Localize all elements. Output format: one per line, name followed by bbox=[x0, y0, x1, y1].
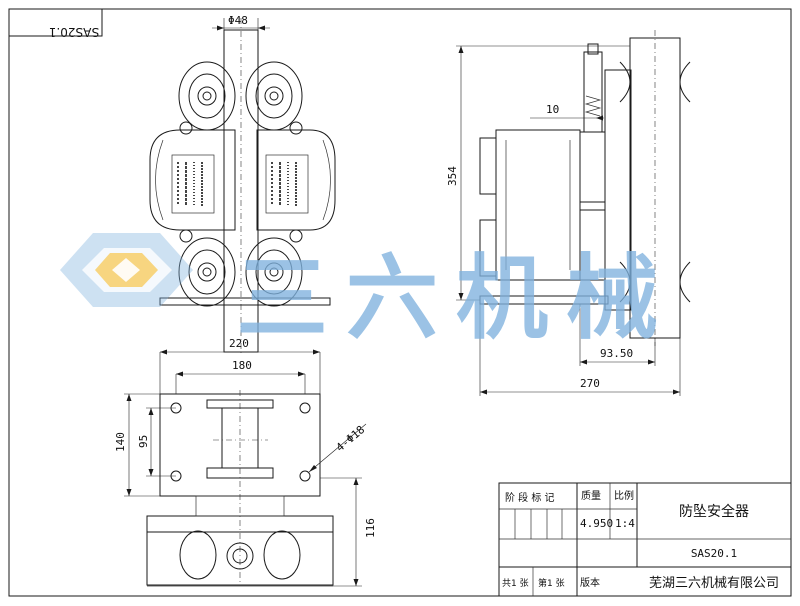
tb-product-name: 防坠安全器 bbox=[679, 503, 749, 520]
dim-top-diameter: Φ48 bbox=[228, 14, 248, 27]
mirrored-code-box bbox=[8, 8, 103, 37]
watermark-logo: 三六机械 bbox=[60, 233, 676, 352]
top-view: 220 180 140 95 4-Φ18 bbox=[114, 337, 377, 587]
tb-sheets-total: 共1 张 bbox=[502, 578, 529, 589]
roller-top-left bbox=[178, 61, 236, 131]
cube-logo-icon bbox=[60, 233, 193, 307]
dim-offset-10: 10 bbox=[546, 103, 559, 116]
nameplate-left bbox=[171, 154, 215, 214]
dim-offset-9350: 93.50 bbox=[600, 347, 633, 360]
tb-drawing-code: SAS20.1 bbox=[691, 547, 737, 560]
nameplate-right bbox=[265, 154, 309, 214]
roller-bottom-left bbox=[178, 237, 236, 307]
dim-height-116: 116 bbox=[364, 518, 377, 538]
mounting-hole bbox=[299, 402, 311, 414]
adjuster-bolt bbox=[583, 51, 603, 133]
tb-header-weight: 质量 bbox=[581, 490, 601, 502]
front-view: Φ48 bbox=[149, 14, 336, 356]
tb-company: 芜湖三六机械有限公司 bbox=[649, 576, 779, 591]
dim-height-95: 95 bbox=[137, 435, 150, 448]
tb-version: 版本 bbox=[580, 576, 600, 589]
dim-width-270: 270 bbox=[580, 377, 600, 390]
lower-hub bbox=[226, 542, 254, 570]
tb-header-stage: 阶 段 标 记 bbox=[505, 491, 555, 504]
mirrored-drawing-code: SAS20.1 bbox=[49, 25, 99, 39]
watermark-text: 三六机械 bbox=[236, 245, 676, 352]
dim-width-220: 220 bbox=[229, 337, 249, 350]
lower-housing bbox=[146, 531, 334, 586]
roller-bottom-right bbox=[245, 237, 303, 307]
side-housing bbox=[495, 129, 581, 281]
tb-weight: 4.950 bbox=[580, 517, 613, 530]
dim-holes: 4-Φ18 bbox=[334, 423, 368, 454]
tb-header-scale: 比例 bbox=[614, 489, 634, 502]
tb-scale: 1:4 bbox=[615, 517, 635, 530]
roller-top-right bbox=[245, 61, 303, 131]
mounting-hole bbox=[299, 470, 311, 482]
dim-width-180: 180 bbox=[232, 359, 252, 372]
tb-sheet-number: 第1 张 bbox=[538, 577, 565, 589]
side-view: 354 10 93.50 270 bbox=[446, 30, 691, 396]
dim-height-354: 354 bbox=[446, 166, 459, 186]
body-right bbox=[256, 129, 336, 231]
title-block: 阶 段 标 记 质量 比例 4.950 1:4 防坠安全器 SAS20.1 共1… bbox=[498, 482, 792, 597]
body-left bbox=[149, 129, 236, 231]
base-plate-edge bbox=[159, 297, 331, 306]
dim-height-140: 140 bbox=[114, 432, 127, 452]
sheet-frame bbox=[8, 8, 792, 597]
